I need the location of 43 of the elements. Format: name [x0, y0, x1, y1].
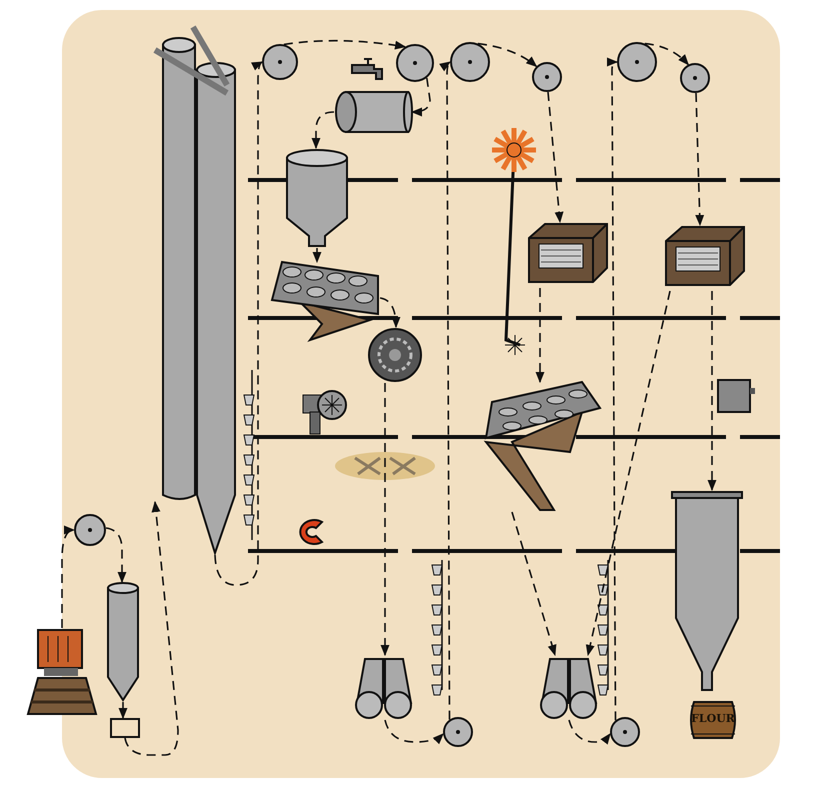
sieve-tray-drawing	[482, 382, 602, 512]
roller-mill-drawing	[355, 655, 413, 720]
pulley-wheel	[450, 42, 490, 82]
flow-arrow	[439, 61, 451, 720]
flow-arrow	[380, 383, 390, 656]
flow-arrow	[586, 290, 671, 656]
round-screen-drawing	[367, 327, 423, 383]
flow-arrow	[606, 58, 618, 720]
flow-arrow	[511, 512, 556, 656]
flow-arrow	[547, 92, 564, 224]
flow-arrow	[644, 42, 690, 66]
pulley-wheel	[262, 44, 298, 80]
flow-arrow	[118, 702, 128, 720]
flow-arrow	[410, 78, 431, 116]
pulley-wheel	[74, 514, 106, 546]
flow-arrow	[61, 526, 76, 628]
flow-arrow	[568, 720, 611, 745]
flow-arrow	[695, 92, 704, 226]
flow-arrow	[312, 248, 322, 264]
flow-arrow	[478, 42, 538, 68]
flow-arrow	[708, 291, 716, 492]
flow-arrow	[384, 720, 444, 744]
freight-car-drawing	[28, 628, 96, 718]
flow-arrow	[284, 40, 406, 50]
drum-tank-drawing	[334, 90, 412, 134]
pulley-wheel	[396, 44, 434, 82]
pulley-wheel	[610, 717, 640, 747]
small-bin-box	[110, 718, 140, 738]
sieve-tray-drawing	[270, 262, 380, 342]
flow-arrow	[214, 61, 263, 586]
hopper-drawing	[285, 148, 349, 248]
roller-mill-drawing	[540, 655, 598, 720]
flour-silo-drawing	[672, 490, 742, 690]
pulley-wheel	[617, 42, 657, 82]
pulley-wheel	[680, 63, 710, 93]
pulley-wheel	[443, 717, 473, 747]
small-silo-drawing	[106, 582, 140, 702]
flow-arrow	[536, 288, 544, 384]
flow-arrow	[312, 111, 334, 150]
flow-arrow	[380, 297, 400, 328]
flow-arrow	[106, 527, 126, 584]
flow-arrow	[124, 500, 179, 756]
pulley-wheel	[532, 62, 562, 92]
